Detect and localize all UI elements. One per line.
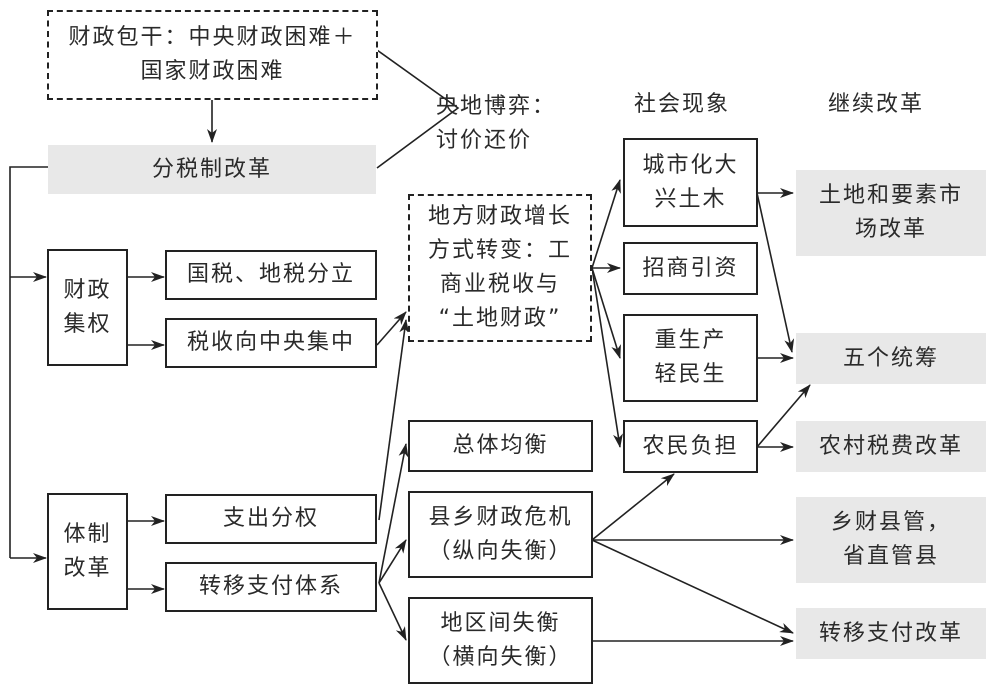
arrow-zhuanyi-diqu [378,582,407,641]
node-county-township-management: 乡财县管， 省直管县 [796,497,986,583]
arrow-weiji-nongmin [591,473,675,541]
node-local-fiscal-growth: 地方财政增长 方式转变：工 商业税收与 “土地财政” [408,194,592,342]
bracket-game [376,49,460,169]
trunk-line [9,166,48,558]
node-production-over-livelihood: 重生产 轻民生 [623,314,758,402]
arrow-zhuanyi-weiji [378,539,407,584]
arrow-weiji-zhuanyigaige [591,539,794,634]
node-national-local-tax-split: 国税、地税分立 [165,250,377,300]
node-county-township-crisis: 县乡财政危机 （纵向失衡） [408,491,593,578]
node-land-factor-market-reform: 土地和要素市 场改革 [796,170,986,256]
arrow-difang-zhongsheng [591,267,621,359]
arrow-zhichu-difang [378,319,410,521]
node-fiscal-centralization: 财政 集权 [47,249,128,366]
node-farmer-burden: 农民负担 [623,420,758,473]
node-five-coordinations: 五个统筹 [796,333,986,384]
node-fiscal-contracting: 财政包干：中央财政困难＋ 国家财政困难 [47,10,378,100]
node-tax-sharing-reform: 分税制改革 [48,145,376,194]
arrow-difang-chengshi [591,179,621,269]
arrow-nongmin-wuge [756,384,811,448]
node-overall-balance: 总体均衡 [408,420,593,472]
node-expenditure-decentralization: 支出分权 [165,494,377,544]
arrow-zhuanyi-zongti [378,443,409,584]
arrow-difang-nongmin [591,267,623,448]
header-social-phenomena: 社会现象 [634,92,731,117]
arrow-chengshi-wuge [756,192,795,353]
node-institutional-reform: 体制 改革 [47,493,128,610]
header-continued-reform: 继续改革 [828,92,925,117]
node-urbanization: 城市化大 兴土木 [623,138,758,227]
node-transfer-payment-system: 转移支付体系 [165,562,377,612]
node-tax-to-central: 税收向中央集中 [165,318,377,368]
node-regional-imbalance: 地区间失衡 （横向失衡） [408,597,593,684]
header-central-local-game: 央地博弈： 讨价还价 [436,94,557,153]
node-rural-tax-fee-reform: 农村税费改革 [796,421,986,472]
node-transfer-payment-reform: 转移支付改革 [796,608,986,659]
node-investment-attraction: 招商引资 [623,242,758,295]
arrow-shuishou-difang [376,311,407,346]
